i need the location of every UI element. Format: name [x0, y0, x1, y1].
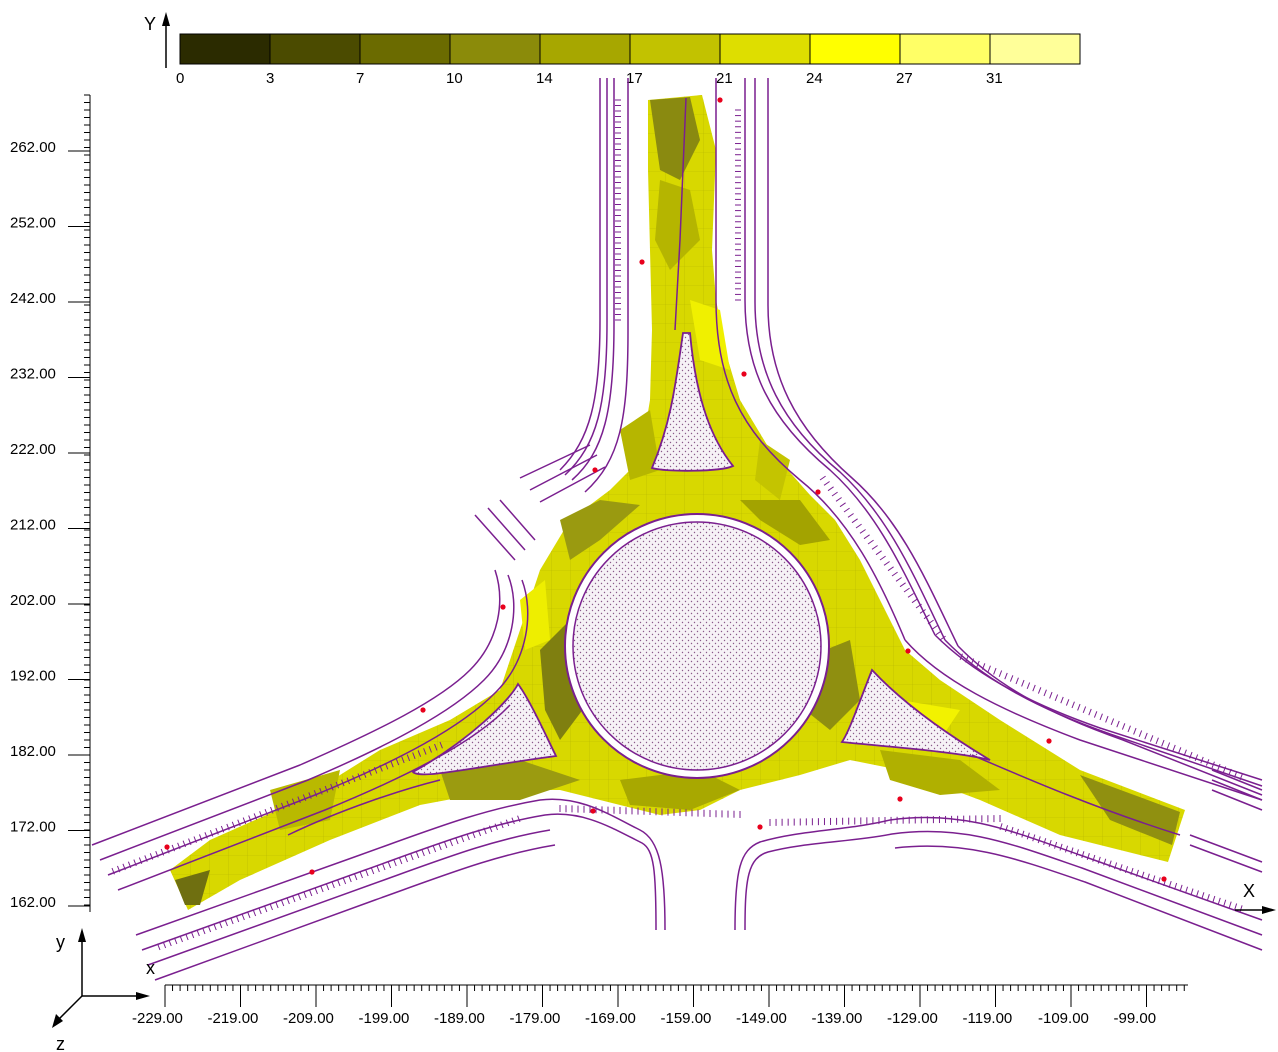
legend-tick-label: 10 [446, 70, 463, 87]
x-tick-label: -139.00 [812, 1010, 863, 1027]
y-axis-letter: Y [144, 14, 156, 34]
y-axis-arrow-icon [162, 12, 170, 26]
y-tick-label: 222.00 [10, 441, 56, 458]
curb-tick-marks [111, 99, 1243, 951]
survey-marker-dot [717, 97, 723, 103]
triad-z-label: z [56, 1034, 65, 1052]
survey-marker-dot [905, 648, 911, 654]
roundabout-map [91, 78, 1263, 981]
x-tick-label: -209.00 [283, 1010, 334, 1027]
y-tick-label: 192.00 [10, 668, 56, 685]
y-tick-label: 202.00 [10, 592, 56, 609]
legend-tick-label: 27 [896, 70, 913, 87]
x-tick-label: -229.00 [132, 1010, 183, 1027]
x-axis-pointer: X [1235, 881, 1276, 914]
legend-tick-label: 14 [536, 70, 553, 87]
legend-swatch [449, 33, 541, 65]
y-tick-label: 232.00 [10, 366, 56, 383]
x-tick-label: -179.00 [510, 1010, 561, 1027]
legend-tick-label: 7 [356, 70, 364, 87]
survey-marker-dot [757, 824, 763, 830]
splitter-island-southeast [840, 668, 991, 761]
legend-swatch [539, 33, 631, 65]
x-tick-label: -109.00 [1038, 1010, 1089, 1027]
contour-surface [170, 95, 1185, 910]
legend-tick-label: 0 [176, 70, 184, 87]
road-edge-lines [91, 78, 1263, 981]
x-axis-arrow-icon [1262, 906, 1276, 914]
legend-tick-label: 3 [266, 70, 274, 87]
legend-tick-label: 24 [806, 70, 823, 87]
x-tick-label: -99.00 [1114, 1010, 1157, 1027]
survey-marker-dot [815, 489, 821, 495]
coordinate-triad: y x z [52, 928, 155, 1052]
triad-x-label: x [146, 958, 155, 978]
y-tick-label: 262.00 [10, 139, 56, 156]
legend-swatch [359, 33, 451, 65]
survey-marker-dot [897, 796, 903, 802]
triad-z-arrow-icon [52, 1014, 63, 1028]
legend-swatch [719, 33, 811, 65]
x-tick-label: -199.00 [359, 1010, 410, 1027]
x-axis-ruler: -229.00 -219.00 -209.00 -199.00 -189.00 -179.… [132, 984, 1188, 1027]
legend-swatch [269, 33, 361, 65]
x-tick-label: -149.00 [736, 1010, 787, 1027]
survey-marker-dot [164, 844, 170, 850]
survey-markers [164, 97, 1167, 882]
survey-marker-dot [309, 869, 315, 875]
color-scale-legend [179, 33, 1081, 65]
triad-x-arrow-icon [136, 992, 150, 1000]
y-axis: Y [144, 12, 170, 68]
survey-marker-dot [741, 371, 747, 377]
x-axis-letter: X [1243, 881, 1255, 901]
y-tick-label: 172.00 [10, 819, 56, 836]
y-tick-label: 252.00 [10, 215, 56, 232]
x-tick-label: -119.00 [963, 1010, 1013, 1027]
triad-y-arrow-icon [78, 928, 86, 942]
x-tick-label: -219.00 [208, 1010, 259, 1027]
y-axis-ruler: 262.00 252.00 242.00 232.00 222.00 212.00 202.… [10, 94, 91, 912]
survey-marker-dot [1046, 738, 1052, 744]
legend-tick-label: 17 [626, 70, 643, 87]
survey-marker-dot [592, 467, 598, 473]
y-tick-label: 182.00 [10, 743, 56, 760]
legend-tick-label: 21 [716, 70, 733, 87]
survey-marker-dot [500, 604, 506, 610]
legend-swatch [179, 33, 271, 65]
survey-marker-dot [639, 259, 645, 265]
y-tick-label: 242.00 [10, 290, 56, 307]
color-scale-tick-labels: 0 3 7 10 14 17 21 24 27 31 [176, 70, 1003, 87]
legend-tick-label: 31 [986, 70, 1003, 87]
x-tick-label: -189.00 [434, 1010, 485, 1027]
survey-marker-dot [1161, 876, 1167, 882]
legend-swatch [899, 33, 991, 65]
survey-marker-dot [590, 808, 596, 814]
y-tick-label: 162.00 [10, 894, 56, 911]
x-tick-label: -169.00 [585, 1010, 636, 1027]
x-tick-label: -159.00 [661, 1010, 712, 1027]
survey-marker-dot [420, 707, 426, 713]
legend-swatch [809, 33, 901, 65]
y-tick-label: 212.00 [10, 517, 56, 534]
splitter-island-north [650, 332, 735, 472]
legend-swatch [989, 33, 1081, 65]
legend-swatch [629, 33, 721, 65]
triad-y-label: y [56, 932, 65, 952]
x-tick-label: -129.00 [887, 1010, 938, 1027]
